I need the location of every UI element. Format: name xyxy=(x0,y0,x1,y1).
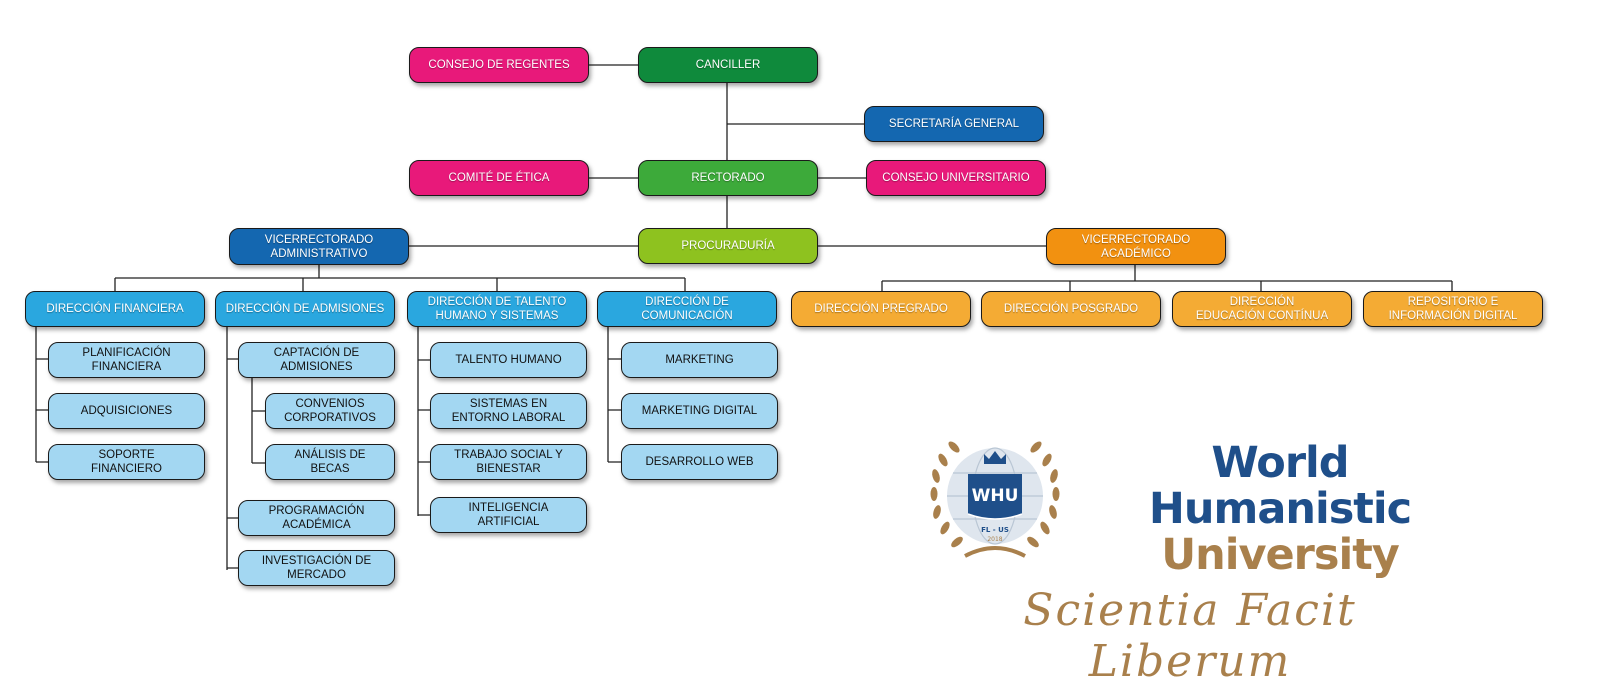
node-consejo-regentes: CONSEJO DE REGENTES xyxy=(409,47,589,83)
node-sistemas-entorno: SISTEMAS EN ENTORNO LABORAL xyxy=(430,393,587,429)
node-direccion-posgrado: DIRECCIÓN POSGRADO xyxy=(981,291,1161,327)
connector-comunicacion-children xyxy=(607,327,621,463)
laurel-wreath-icon xyxy=(930,441,1060,558)
node-soporte-financiero: SOPORTE FINANCIERO xyxy=(48,444,205,480)
node-secretaria-general: SECRETARÍA GENERAL xyxy=(864,106,1044,142)
node-consejo-universitario: CONSEJO UNIVERSITARIO xyxy=(866,160,1046,196)
node-inteligencia-artificial: INTELIGENCIA ARTIFICIAL xyxy=(430,497,587,533)
node-direccion-financiera: DIRECCIÓN FINANCIERA xyxy=(25,291,205,327)
connector-admin-bus xyxy=(114,264,686,291)
node-direccion-admisiones: DIRECCIÓN DE ADMISIONES xyxy=(215,291,395,327)
connector-admisiones-children xyxy=(226,327,238,570)
university-seal: WHU FL - US 2018 xyxy=(930,441,1060,558)
node-direccion-educacion: DIRECCIÓN EDUCACIÓN CONTÍNUA xyxy=(1172,291,1352,327)
node-investigacion-mercado: INVESTIGACIÓN DE MERCADO xyxy=(238,550,395,586)
book-icon xyxy=(968,474,1022,519)
connector-talento-children xyxy=(417,327,430,516)
crown-icon xyxy=(984,451,1006,464)
seal-text: WHU xyxy=(972,486,1019,506)
node-marketing: MARKETING xyxy=(621,342,778,378)
node-procuraduria: PROCURADURÍA xyxy=(638,228,818,264)
node-captacion-admisiones: CAPTACIÓN DE ADMISIONES xyxy=(238,342,395,378)
node-direccion-pregrado: DIRECCIÓN PREGRADO xyxy=(791,291,971,327)
node-analisis-becas: ANÁLISIS DE BECAS xyxy=(265,444,395,480)
node-programacion-academica: PROGRAMACIÓN ACADÉMICA xyxy=(238,500,395,536)
node-vicerrectorado-academico: VICERRECTORADO ACADÉMICO xyxy=(1046,228,1226,265)
node-desarrollo-web: DESARROLLO WEB xyxy=(621,444,778,480)
connector-captacion-children xyxy=(251,377,265,464)
connector-academic-bus xyxy=(881,265,1453,291)
node-vicerrectorado-administrativo: VICERRECTORADO ADMINISTRATIVO xyxy=(229,228,409,265)
node-talento-humano: TALENTO HUMANO xyxy=(430,342,587,378)
node-trabajo-social: TRABAJO SOCIAL Y BIENESTAR xyxy=(430,444,587,480)
university-name-line2: University xyxy=(1161,530,1400,580)
seal-sub-text: FL - US xyxy=(981,526,1009,534)
seal-year-text: 2018 xyxy=(987,536,1002,543)
node-canciller: CANCILLER xyxy=(638,47,818,83)
university-motto: Scientia Facit Liberum xyxy=(1023,585,1357,687)
node-repositorio: REPOSITORIO E INFORMACIÓN DIGITAL xyxy=(1363,291,1543,327)
node-direccion-comunicacion: DIRECCIÓN DE COMUNICACIÓN xyxy=(597,291,777,327)
node-direccion-talento: DIRECCIÓN DE TALENTO HUMANO Y SISTEMAS xyxy=(407,291,587,327)
node-comite-etica: COMITÉ DE ÉTICA xyxy=(409,160,589,196)
node-planificacion-financiera: PLANIFICACIÓN FINANCIERA xyxy=(48,342,205,378)
connector-financiera-children xyxy=(35,327,48,463)
node-rectorado: RECTORADO xyxy=(638,160,818,196)
university-name-line1: World Humanistic xyxy=(1148,438,1412,534)
node-marketing-digital: MARKETING DIGITAL xyxy=(621,393,778,429)
node-adquisiciones: ADQUISICIONES xyxy=(48,393,205,429)
node-convenios-corporativos: CONVENIOS CORPORATIVOS xyxy=(265,393,395,429)
university-name: World Humanistic University xyxy=(1090,440,1470,578)
